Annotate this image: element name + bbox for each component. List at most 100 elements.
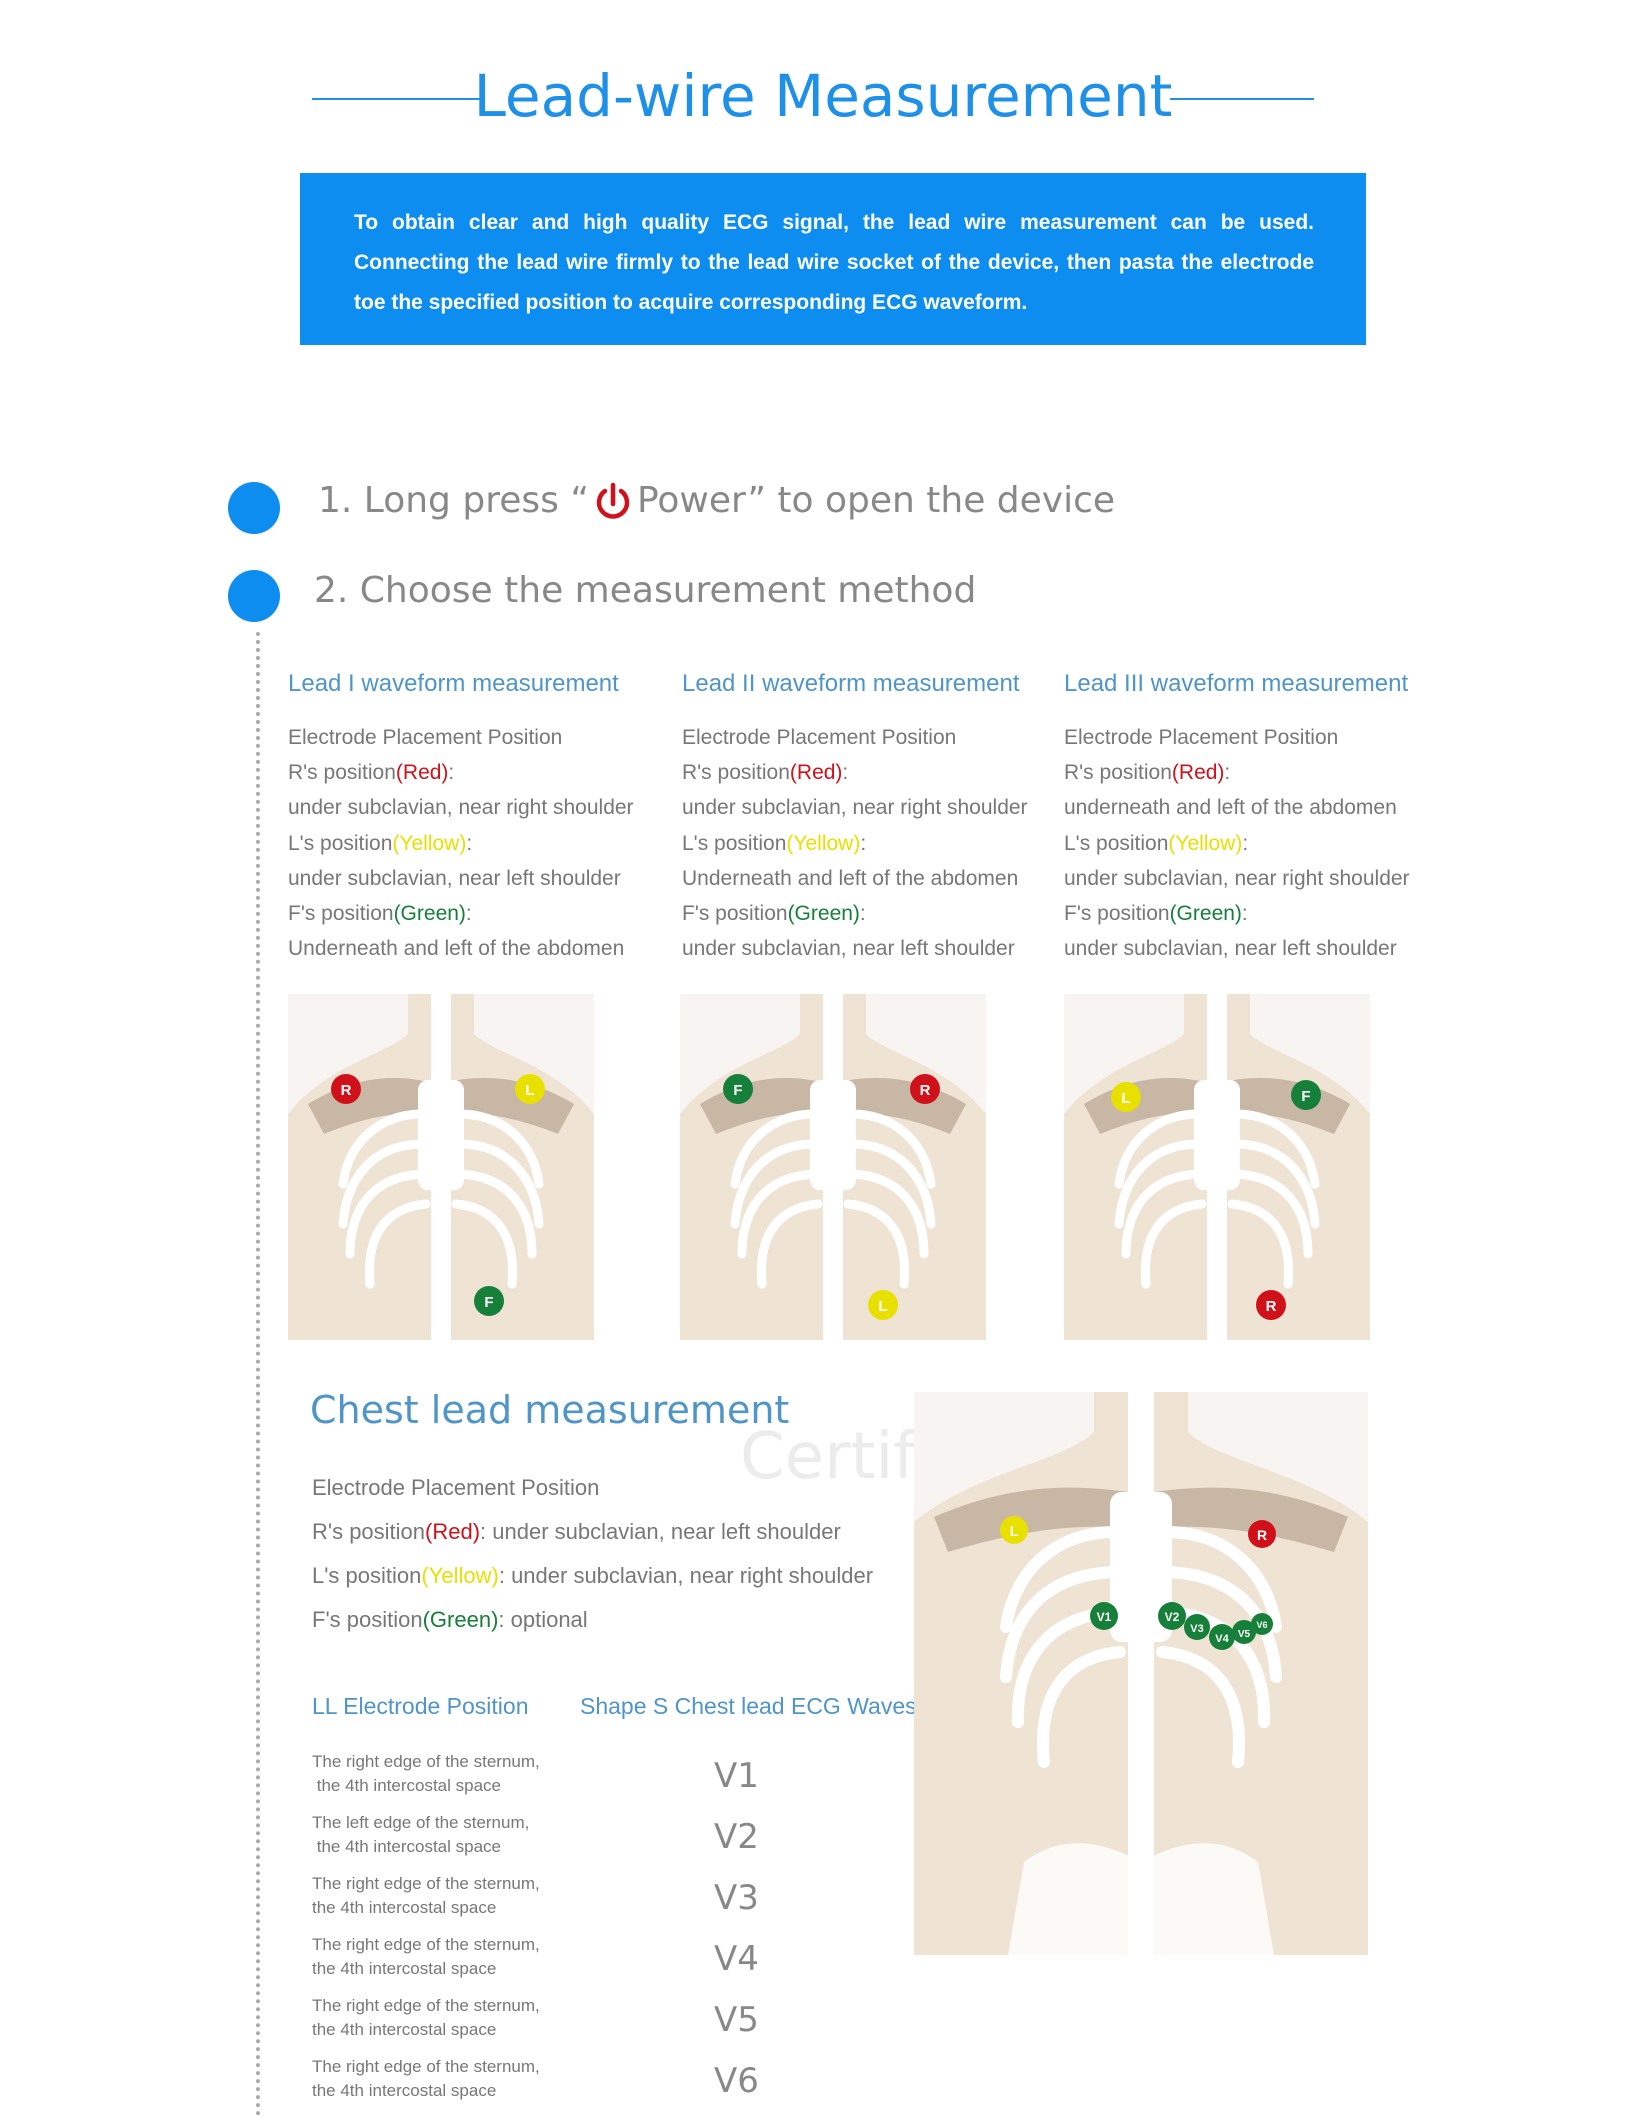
step1-suffix: Power” to open the device xyxy=(636,480,1116,521)
electrode-v1: V1 xyxy=(1090,1602,1118,1630)
electrode-r: R xyxy=(1248,1520,1276,1548)
col-header-shape: Shape S Chest lead ECG Waves xyxy=(580,1693,917,1719)
table-row: The left edge of the sternum, the 4th in… xyxy=(312,1813,759,1857)
electrode-l: L xyxy=(1000,1516,1028,1544)
electrode-v6: V6 xyxy=(1251,1613,1273,1635)
table-row: The right edge of the sternum,the 4th in… xyxy=(312,1935,759,1979)
page-title: Lead-wire Measurement xyxy=(473,62,1173,130)
electrode-v5: V5 xyxy=(1232,1620,1256,1644)
svg-text:V3: V3 xyxy=(1190,1623,1203,1635)
step2-bullet xyxy=(228,570,280,622)
step1-bullet xyxy=(228,482,280,534)
svg-text:F: F xyxy=(733,1082,742,1099)
svg-text:V2: V2 xyxy=(1165,1610,1180,1624)
lead-3-l-desc: under subclavian, near right shoulder xyxy=(1064,866,1410,890)
lead-2-l-desc: Underneath and left of the abdomen xyxy=(682,866,1019,890)
step2-text: 2. Choose the measurement method xyxy=(314,570,977,611)
intro-text: To obtain clear and high quality ECG sig… xyxy=(354,211,1314,314)
lead-1-l-desc: under subclavian, near left shoulder xyxy=(288,866,621,890)
lead-2-l-label: L's position(Yellow): xyxy=(682,831,867,855)
lead-3-l-label: L's position(Yellow): xyxy=(1064,831,1249,855)
lead-1-f-desc: Underneath and left of the abdomen xyxy=(288,937,625,961)
lead-2-r-desc: under subclavian, near right shoulder xyxy=(682,796,1028,820)
torso-illustration: R L F xyxy=(288,994,594,1340)
svg-text:V5: V5 xyxy=(1238,1629,1251,1640)
electrode-f: F xyxy=(474,1286,504,1316)
lead-2-title: Lead II waveform measurement xyxy=(682,670,1020,697)
electrode-r: R xyxy=(1256,1290,1286,1320)
svg-text:L: L xyxy=(1121,1090,1130,1107)
lead-1-r-desc: under subclavian, near right shoulder xyxy=(288,796,634,820)
lead-1-f-label: F's position(Green): xyxy=(288,902,472,926)
lead-3-r-desc: underneath and left of the abdomen xyxy=(1064,796,1397,820)
lead-2-r-label: R's position(Red): xyxy=(682,761,849,785)
svg-text:V4: V4 xyxy=(1215,1633,1229,1645)
torso-illustration: F R L xyxy=(680,994,986,1340)
lead-1-torso-image: R L F xyxy=(288,994,594,1340)
step1-prefix: 1. Long press “ xyxy=(318,480,589,521)
svg-text:V6: V6 xyxy=(1256,1620,1267,1630)
col-header-ll: LL Electrode Position xyxy=(312,1693,529,1719)
electrode-l: L xyxy=(1111,1082,1141,1112)
wave-label: V5 xyxy=(714,2000,759,2040)
title-rule-left xyxy=(312,98,480,100)
electrode-r: R xyxy=(910,1074,940,1104)
lead-3-torso-image: L F R xyxy=(1064,994,1370,1340)
wave-label: V2 xyxy=(714,1817,759,1857)
lead-1-l-label: L's position(Yellow): xyxy=(288,831,473,855)
electrode-l: L xyxy=(868,1290,898,1320)
electrode-f: F xyxy=(1291,1080,1321,1110)
electrode-v4: V4 xyxy=(1209,1624,1235,1650)
lead-1-r-label: R's position(Red): xyxy=(288,761,455,785)
chest-title: Chest lead measurement xyxy=(310,1388,790,1432)
torso-illustration: L R V1 V2 V3 V4 V5 V6 xyxy=(914,1392,1368,1955)
timeline-dotted-line xyxy=(256,632,260,2117)
torso-illustration: L F R xyxy=(1064,994,1370,1340)
chest-r-line: R's position(Red): under subclavian, nea… xyxy=(312,1519,841,1544)
electrode-v3: V3 xyxy=(1184,1614,1210,1640)
svg-text:F: F xyxy=(1301,1088,1310,1105)
lead-1-placement: Electrode Placement Position xyxy=(288,726,563,749)
electrode-f: F xyxy=(723,1074,753,1104)
wave-label: V3 xyxy=(714,1878,759,1918)
lead-2-column: Lead II waveform measurement Electrode P… xyxy=(682,670,1062,966)
step1-text: 1. Long press “ Power” to open the device xyxy=(318,480,1115,522)
electrode-l: L xyxy=(515,1074,545,1104)
wave-label: V4 xyxy=(714,1939,759,1979)
chest-torso-image: L R V1 V2 V3 V4 V5 V6 xyxy=(914,1392,1368,1955)
lead-1-column: Lead I waveform measurement Electrode Pl… xyxy=(288,670,668,966)
lead-3-column: Lead III waveform measurement Electrode … xyxy=(1064,670,1444,966)
wave-label: V1 xyxy=(714,1756,759,1796)
chest-l-line: L's position(Yellow): under subclavian, … xyxy=(312,1563,874,1588)
svg-text:L: L xyxy=(525,1082,534,1099)
svg-text:R: R xyxy=(341,1082,352,1099)
wave-label: V6 xyxy=(714,2061,759,2101)
lead-2-f-label: F's position(Green): xyxy=(682,902,866,926)
svg-text:L: L xyxy=(878,1298,887,1315)
svg-text:L: L xyxy=(1010,1523,1019,1539)
intro-panel: To obtain clear and high quality ECG sig… xyxy=(300,173,1366,345)
chest-f-line: F's position(Green): optional xyxy=(312,1607,588,1632)
lead-1-title: Lead I waveform measurement xyxy=(288,670,619,697)
electrode-v2: V2 xyxy=(1158,1602,1186,1630)
lead-3-placement: Electrode Placement Position xyxy=(1064,726,1339,749)
lead-2-placement: Electrode Placement Position xyxy=(682,726,957,749)
lead-3-f-label: F's position(Green): xyxy=(1064,902,1248,926)
svg-text:R: R xyxy=(920,1082,931,1099)
chest-placement: Electrode Placement Position xyxy=(312,1475,600,1500)
table-row: The right edge of the sternum, the 4th i… xyxy=(312,1752,759,1796)
svg-text:V1: V1 xyxy=(1097,1610,1112,1624)
electrode-r: R xyxy=(331,1074,361,1104)
power-icon xyxy=(593,482,633,522)
title-rule-right xyxy=(1170,98,1314,100)
table-row: The right edge of the sternum,the 4th in… xyxy=(312,2057,759,2101)
svg-text:F: F xyxy=(484,1294,493,1311)
svg-text:R: R xyxy=(1266,1298,1277,1315)
svg-text:R: R xyxy=(1257,1527,1267,1543)
lead-3-r-label: R's position(Red): xyxy=(1064,761,1231,785)
table-row: The right edge of the sternum,the 4th in… xyxy=(312,1996,759,2040)
lead-2-f-desc: under subclavian, near left shoulder xyxy=(682,937,1015,961)
table-row: The right edge of the sternum,the 4th in… xyxy=(312,1874,759,1918)
lead-3-f-desc: under subclavian, near left shoulder xyxy=(1064,937,1397,961)
lead-3-title: Lead III waveform measurement xyxy=(1064,670,1409,697)
